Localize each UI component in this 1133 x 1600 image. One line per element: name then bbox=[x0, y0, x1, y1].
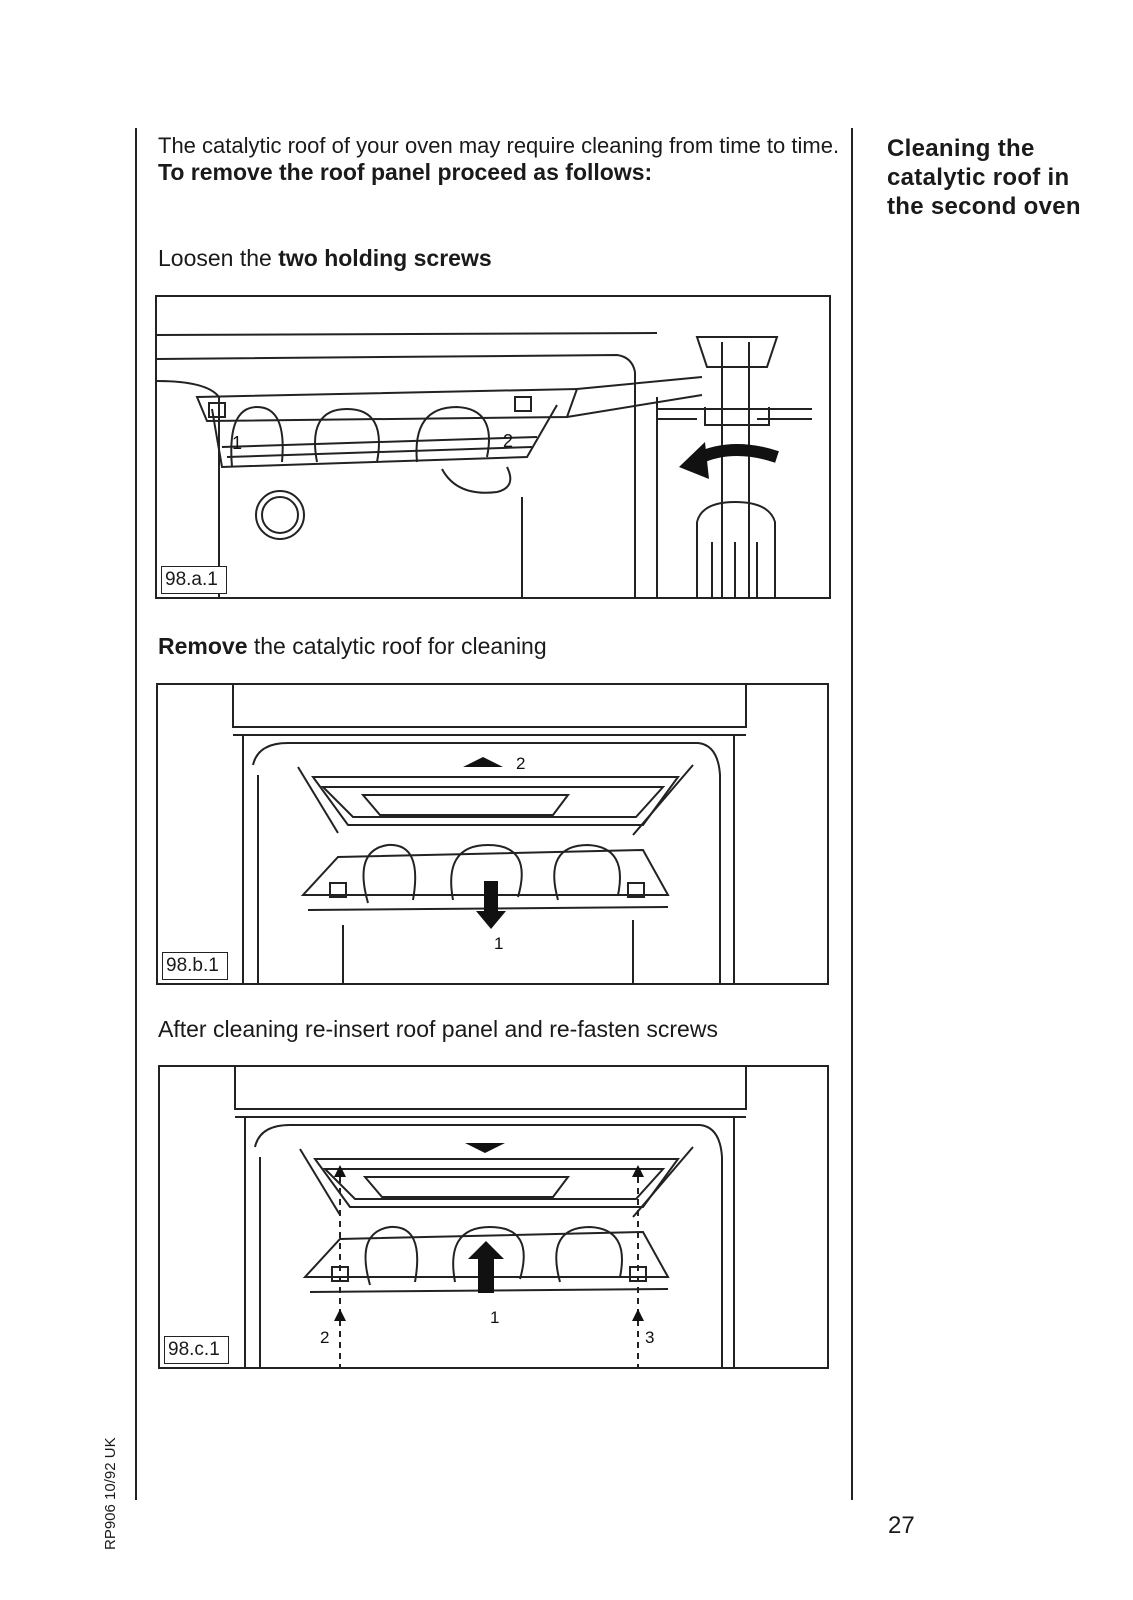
figure-98a1-label: 98.a.1 bbox=[161, 566, 227, 594]
footer-code: RP906 10/92 UK bbox=[102, 1437, 119, 1550]
step-3-prefix: After cleaning re-insert roof panel and … bbox=[158, 1016, 718, 1042]
step-3-text: After cleaning re-insert roof panel and … bbox=[158, 1015, 718, 1043]
step-2-suffix: the catalytic roof for cleaning bbox=[247, 633, 547, 659]
figure-98c1: 1 2 3 98.c.1 bbox=[158, 1065, 829, 1369]
figure-98a1-marker-1: 1 bbox=[232, 433, 242, 453]
left-margin-rule bbox=[135, 128, 137, 1500]
figure-98b1-label: 98.b.1 bbox=[162, 952, 228, 980]
figure-98b1-marker-2: 2 bbox=[516, 754, 525, 773]
sidebar-title: Cleaning the catalytic roof in the secon… bbox=[887, 135, 1081, 220]
intro-block: The catalytic roof of your oven may requ… bbox=[158, 133, 848, 185]
page-number: 27 bbox=[888, 1512, 915, 1539]
intro-text: The catalytic roof of your oven may requ… bbox=[158, 133, 840, 158]
intro-heading: To remove the roof panel proceed as foll… bbox=[158, 159, 653, 185]
step-2-bold: Remove bbox=[158, 633, 248, 659]
figure-98b1: 2 1 98.b.1 bbox=[156, 683, 829, 985]
step-1-bold: two holding screws bbox=[278, 245, 492, 271]
figure-98c1-drawing: 1 2 3 bbox=[234, 1067, 747, 1367]
right-margin-rule bbox=[851, 128, 853, 1500]
figure-98a1-drawing: 1 2 bbox=[157, 332, 812, 597]
figure-98c1-marker-1: 1 bbox=[490, 1308, 499, 1327]
figure-98c1-label: 98.c.1 bbox=[164, 1336, 229, 1364]
figure-98b1-marker-1: 1 bbox=[494, 934, 503, 953]
figure-98c1-marker-3: 3 bbox=[645, 1328, 654, 1347]
figure-98c1-marker-2: 2 bbox=[320, 1328, 329, 1347]
figure-98a1-marker-2: 2 bbox=[503, 431, 513, 451]
step-2-text: Remove the catalytic roof for cleaning bbox=[158, 632, 547, 660]
figure-98a1: 1 2 98.a.1 bbox=[155, 295, 831, 599]
figure-98b1-drawing: 2 1 bbox=[232, 685, 747, 983]
step-1-text: Loosen the two holding screws bbox=[158, 244, 492, 272]
step-1-prefix: Loosen the bbox=[158, 245, 279, 271]
